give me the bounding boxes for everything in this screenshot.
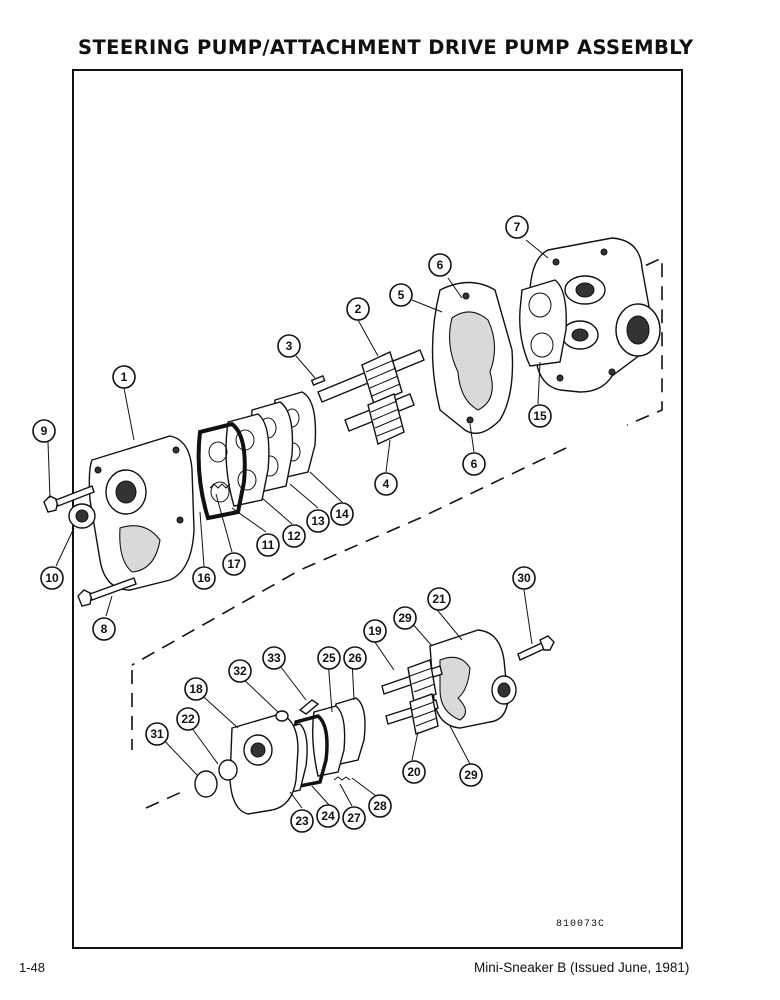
svg-text:27: 27 xyxy=(347,811,361,825)
callout-14: 14 xyxy=(330,502,354,526)
page-number: 1-48 xyxy=(19,960,46,975)
callout-25: 25 xyxy=(317,646,341,670)
svg-text:6: 6 xyxy=(437,258,444,272)
svg-text:19: 19 xyxy=(368,624,382,638)
long-bolt-part xyxy=(517,635,555,661)
callout-4: 4 xyxy=(374,472,398,496)
svg-text:2: 2 xyxy=(355,302,362,316)
svg-text:1: 1 xyxy=(121,370,128,384)
front-gasket-part xyxy=(519,279,567,367)
callout-6b: 6 xyxy=(462,452,486,476)
svg-text:29: 29 xyxy=(464,768,478,782)
svg-text:31: 31 xyxy=(150,727,164,741)
svg-text:23: 23 xyxy=(295,814,309,828)
svg-text:6: 6 xyxy=(471,457,478,471)
svg-text:4: 4 xyxy=(383,477,390,491)
svg-text:21: 21 xyxy=(432,592,446,606)
lower-cover-part xyxy=(229,713,299,815)
callout-5: 5 xyxy=(389,283,413,307)
o-ring-part xyxy=(194,770,218,798)
callout-22: 22 xyxy=(176,707,200,731)
drive-gear-part xyxy=(317,349,425,405)
callout-13: 13 xyxy=(306,509,330,533)
svg-text:5: 5 xyxy=(398,288,405,302)
svg-text:20: 20 xyxy=(407,765,421,779)
drive-gear-lower-part xyxy=(381,659,443,703)
svg-text:33: 33 xyxy=(267,651,281,665)
lower-spring-part xyxy=(333,776,351,781)
callout-28: 28 xyxy=(368,794,392,818)
callout-27: 27 xyxy=(342,806,366,830)
callout-7: 7 xyxy=(505,215,529,239)
callout-15: 15 xyxy=(528,404,552,428)
callout-6a: 6 xyxy=(428,253,452,277)
separator-lines xyxy=(131,256,663,809)
svg-text:15: 15 xyxy=(533,409,547,423)
callout-18: 18 xyxy=(184,677,208,701)
svg-text:26: 26 xyxy=(348,651,362,665)
lower-nut-part xyxy=(218,759,238,781)
svg-text:9: 9 xyxy=(41,424,48,438)
callout-24: 24 xyxy=(316,804,340,828)
gasket-ring-part xyxy=(196,421,247,521)
lower-bolt-part xyxy=(77,577,137,607)
shaft-seal-part xyxy=(68,503,96,529)
svg-text:32: 32 xyxy=(233,664,247,678)
callout-29b: 29 xyxy=(459,763,483,787)
svg-text:16: 16 xyxy=(197,571,211,585)
callout-1: 1 xyxy=(112,365,136,389)
body-plate-part xyxy=(431,281,514,434)
svg-text:25: 25 xyxy=(322,651,336,665)
svg-text:10: 10 xyxy=(45,571,59,585)
key-part xyxy=(310,374,326,386)
callout-16: 16 xyxy=(192,566,216,590)
callout-8: 8 xyxy=(92,617,116,641)
leader-lines xyxy=(47,239,549,809)
callout-3: 3 xyxy=(277,334,301,358)
svg-text:29: 29 xyxy=(398,611,412,625)
callout-33: 33 xyxy=(262,646,286,670)
svg-text:12: 12 xyxy=(287,529,301,543)
callout-19: 19 xyxy=(363,619,387,643)
callout-31: 31 xyxy=(145,722,169,746)
callout-26: 26 xyxy=(343,646,367,670)
callout-10: 10 xyxy=(40,566,64,590)
lower-short-bolt-part xyxy=(298,699,320,715)
callout-17: 17 xyxy=(222,552,246,576)
svg-text:7: 7 xyxy=(514,220,521,234)
page-title: STEERING PUMP/ATTACHMENT DRIVE PUMP ASSE… xyxy=(78,36,694,59)
svg-text:30: 30 xyxy=(517,571,531,585)
svg-text:3: 3 xyxy=(286,339,293,353)
callout-21: 21 xyxy=(427,587,451,611)
svg-text:13: 13 xyxy=(311,514,325,528)
seal-part xyxy=(225,413,270,507)
figure-code: 810073C xyxy=(556,919,606,930)
svg-text:22: 22 xyxy=(181,712,195,726)
callout-9: 9 xyxy=(32,419,56,443)
bolt-part xyxy=(43,485,95,513)
svg-text:8: 8 xyxy=(101,622,108,636)
svg-text:24: 24 xyxy=(321,809,335,823)
svg-text:28: 28 xyxy=(373,799,387,813)
callout-12: 12 xyxy=(282,524,306,548)
callout-32: 32 xyxy=(228,659,252,683)
callout-23: 23 xyxy=(290,809,314,833)
callout-29a: 29 xyxy=(393,606,417,630)
svg-text:17: 17 xyxy=(227,557,241,571)
callout-20: 20 xyxy=(402,760,426,784)
washer-part xyxy=(275,710,289,722)
svg-text:14: 14 xyxy=(335,507,349,521)
driven-gear-lower-part xyxy=(385,693,439,735)
svg-text:18: 18 xyxy=(189,682,203,696)
callout-11: 11 xyxy=(256,533,280,557)
rear-body-part xyxy=(88,435,195,591)
attachment-body-part xyxy=(429,629,517,729)
callout-2: 2 xyxy=(346,297,370,321)
footer-note: Mini-Sneaker B (Issued June, 1981) xyxy=(474,960,690,975)
callout-30: 30 xyxy=(512,566,536,590)
spring-part xyxy=(209,483,231,489)
driven-gear-part xyxy=(344,393,415,445)
svg-text:11: 11 xyxy=(262,538,275,552)
